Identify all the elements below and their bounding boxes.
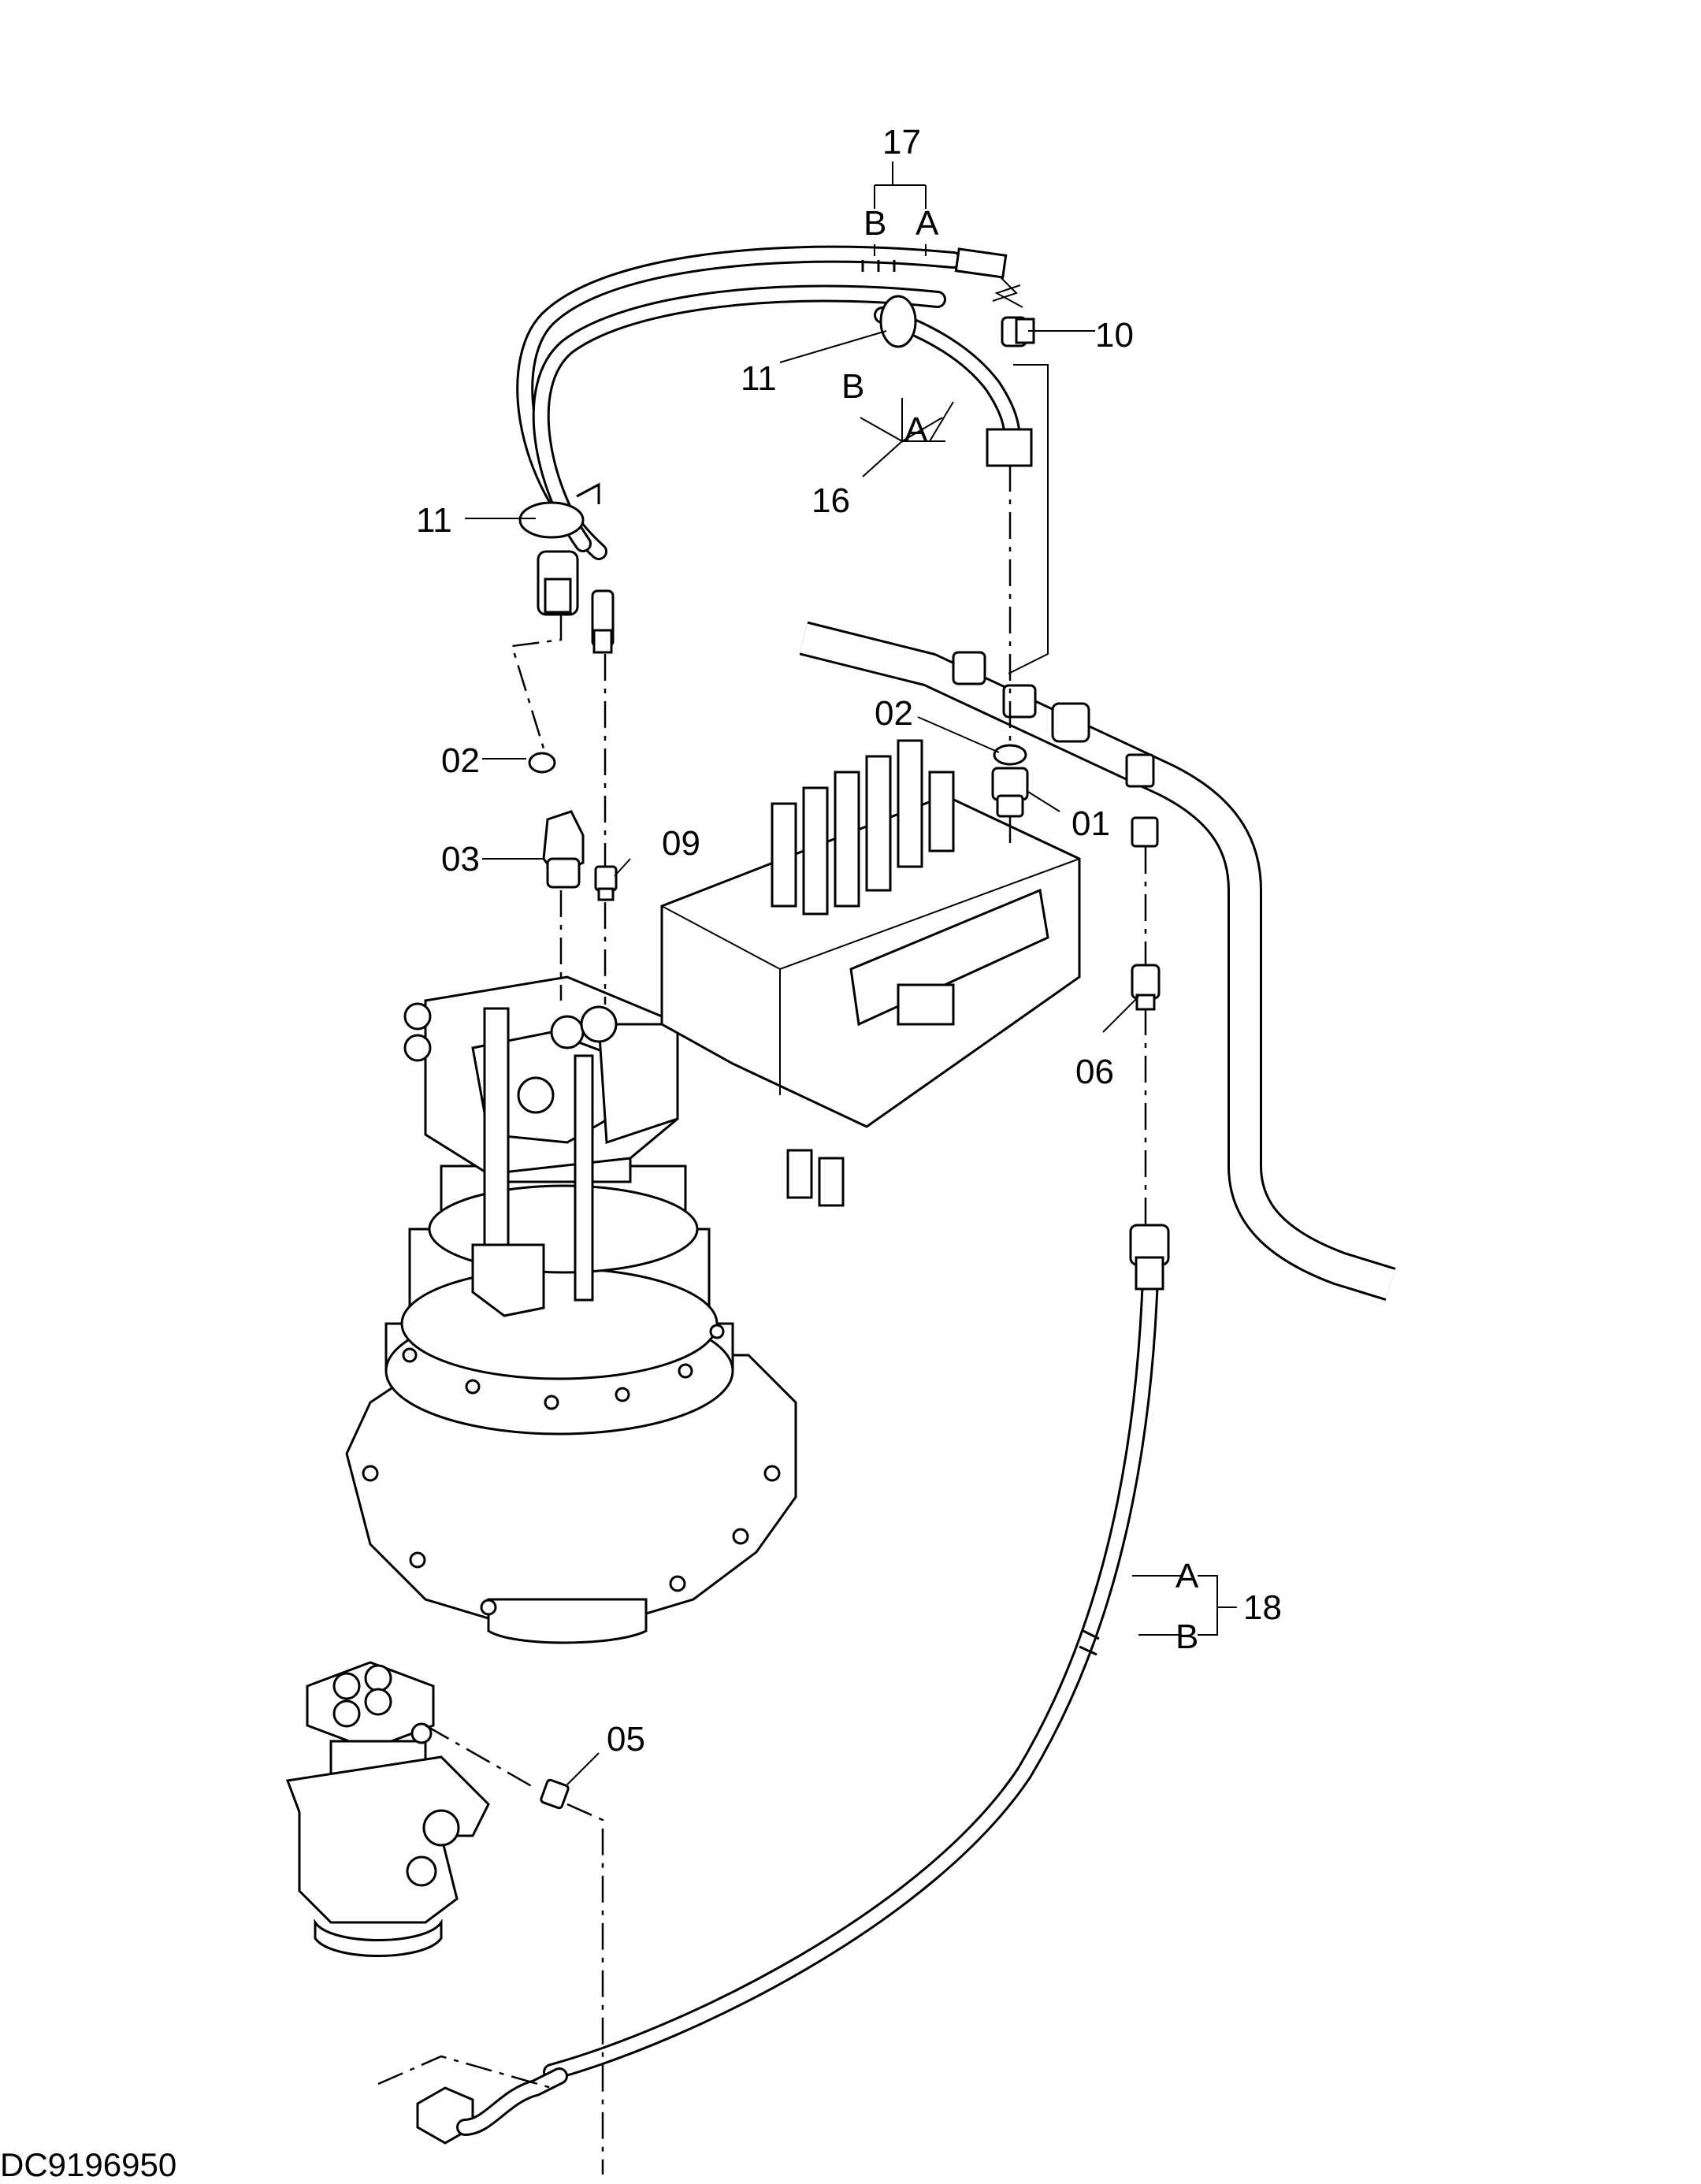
adapter-06 xyxy=(1131,964,1161,1011)
hose-end-left xyxy=(537,550,615,654)
callout-03: 03 xyxy=(441,840,480,878)
callout-18-b: B xyxy=(1175,1618,1198,1656)
return-pipe xyxy=(799,621,1396,1302)
callout-11-left: 11 xyxy=(416,501,452,540)
leader-lines xyxy=(465,162,1237,1785)
callout-17: 17 xyxy=(882,123,921,162)
elbow-03 xyxy=(542,810,585,889)
control-valve xyxy=(660,739,1081,1207)
callout-09: 09 xyxy=(662,824,700,863)
callout-05: 05 xyxy=(607,1720,645,1759)
callout-17-a: A xyxy=(915,204,939,243)
callout-01: 01 xyxy=(1071,804,1110,843)
callout-16-a: A xyxy=(904,410,928,449)
callout-labels: 17 B A 10 11 B A 16 11 02 03 09 02 01 06… xyxy=(416,123,1282,1759)
adapter-05 xyxy=(540,1778,570,1810)
o-ring-02-right xyxy=(993,744,1027,766)
callout-02-right: 02 xyxy=(875,694,913,733)
adapter-09 xyxy=(594,865,618,901)
callout-17-b: B xyxy=(863,204,886,243)
hose-assembly-18 xyxy=(416,1224,1170,2145)
fitting-10 xyxy=(1001,316,1087,347)
callout-16: 16 xyxy=(812,481,850,520)
callout-16-b: B xyxy=(841,367,864,406)
hose-assembly-17 xyxy=(516,245,1018,560)
adapter-01 xyxy=(991,767,1029,818)
callout-18-a: A xyxy=(1175,1557,1199,1595)
connection-lines xyxy=(377,284,1147,2175)
callout-02-left: 02 xyxy=(441,741,480,780)
pilot-valve xyxy=(285,1661,490,1957)
callout-11-top: 11 xyxy=(741,359,777,398)
o-ring-02-left xyxy=(528,752,556,774)
callout-18: 18 xyxy=(1243,1588,1282,1627)
callout-10: 10 xyxy=(1095,316,1134,355)
callout-06: 06 xyxy=(1075,1053,1114,1091)
drawing-code: DC9196950 xyxy=(0,2146,176,2183)
clamp-11-left xyxy=(518,482,600,539)
swing-motor xyxy=(345,975,797,1644)
hose-assembly-16 xyxy=(874,295,1033,467)
